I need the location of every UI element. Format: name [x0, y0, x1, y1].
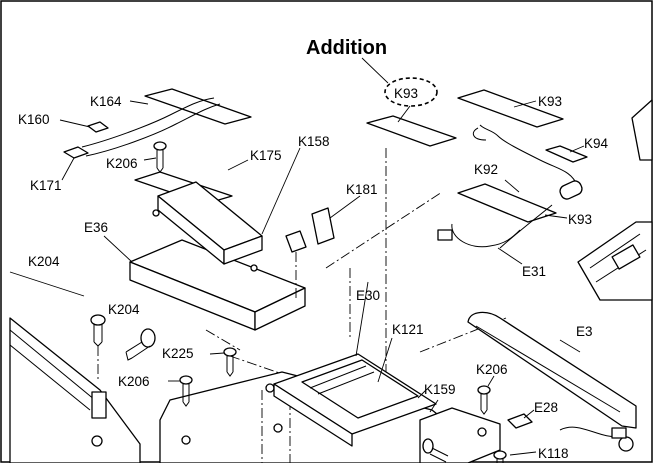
label-k160: K160: [18, 112, 50, 127]
label-k158: K158: [298, 134, 330, 149]
antenna-connector: [559, 180, 583, 200]
antenna-cable: [479, 124, 579, 187]
k118-cable: [559, 426, 621, 438]
label-k92: K92: [474, 162, 498, 177]
k206-upper-screw: [153, 141, 167, 173]
label-k94: K94: [584, 136, 609, 151]
label-e36: E36: [84, 220, 108, 235]
k93-top-sheet: [457, 89, 564, 128]
k181-clip: [285, 230, 307, 253]
k204-long-screw: [125, 328, 156, 361]
label-k171: K171: [30, 178, 62, 193]
label-e30: E30: [356, 288, 380, 303]
lcd-frame-detail: [611, 244, 641, 270]
left-palmrest-panel: [9, 317, 141, 463]
k225-screw: [223, 347, 237, 377]
k206-right-screw: [477, 385, 491, 415]
k92-sheet: [457, 183, 557, 223]
e3-hinge-cover: [467, 311, 637, 429]
addition-title: Addition: [306, 37, 387, 59]
k160-pad: [87, 121, 109, 133]
k164-sheet: [144, 88, 252, 125]
label-k225: K225: [162, 346, 194, 361]
addition-dashed-ring: [384, 77, 438, 107]
left-latch: [91, 391, 107, 419]
e36-hdd-side: [254, 287, 306, 331]
label-k206-right: K206: [476, 362, 508, 377]
addition-arrow: [361, 57, 389, 84]
e30-card-bay-front: [273, 383, 353, 447]
label-e28: E28: [534, 400, 558, 415]
label-k175: K175: [250, 148, 282, 163]
label-k159: K159: [424, 382, 456, 397]
k118-screw: [493, 450, 507, 463]
k206-left-screw: [179, 375, 193, 407]
k93-addition-sheet: [366, 115, 457, 147]
label-k121: K121: [392, 322, 424, 337]
label-k93-top: K93: [538, 94, 562, 109]
upper-right-bezel: [631, 99, 653, 161]
e28-plate: [507, 413, 533, 429]
k159-bracket: [419, 407, 501, 463]
e31-cable: [451, 223, 521, 248]
k181-shield: [311, 207, 335, 245]
k171-connector: [63, 146, 89, 159]
label-e31: E31: [522, 264, 546, 279]
k204-left-screw: [90, 314, 106, 347]
label-k93-lower: K93: [568, 212, 592, 227]
k118-connector: [611, 427, 627, 439]
label-e3: E3: [576, 324, 593, 339]
label-k93-addition: K93: [394, 86, 418, 101]
e31-plug: [437, 229, 453, 241]
label-k206-left: K206: [118, 374, 150, 389]
k94-sheet: [545, 145, 588, 163]
label-k204-left: K204: [28, 254, 60, 269]
label-k164: K164: [90, 94, 122, 109]
k121-card-slot: [301, 359, 419, 419]
label-k118: K118: [538, 446, 569, 461]
label-k181: K181: [346, 182, 378, 197]
label-k206-upper: K206: [106, 156, 138, 171]
ribbon-cable: [81, 97, 215, 148]
bottom-left-long-screw: [422, 438, 449, 463]
label-k204-screw: K204: [108, 302, 140, 317]
